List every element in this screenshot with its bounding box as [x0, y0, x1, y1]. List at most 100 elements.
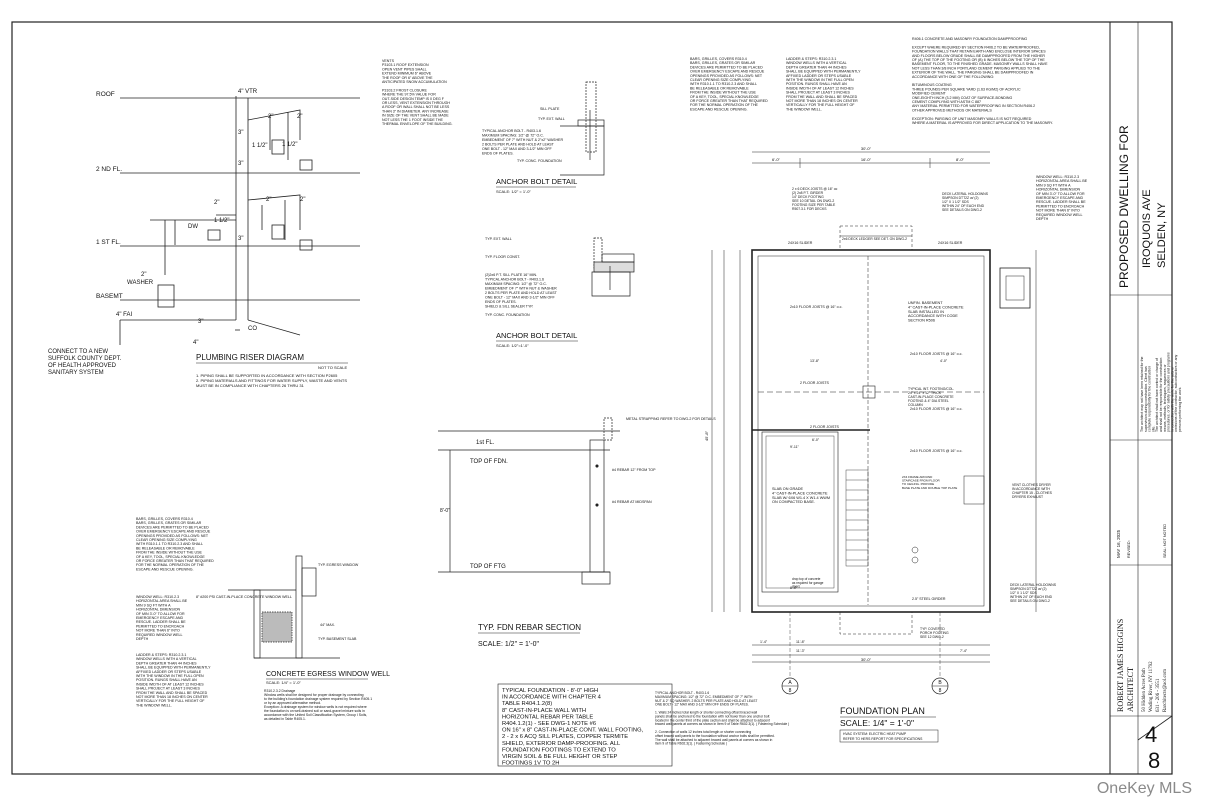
- note-line: R404.1.2(1) - SEE DWG-1 NOTE #6: [502, 721, 596, 727]
- note-line: 14" DECK FOOTING: [792, 195, 824, 199]
- egress-scale: SCALE: 1/4" = 1'-0": [266, 680, 301, 685]
- note-line: DEPTH: [136, 637, 149, 641]
- drawing-date: MAY 16, 2025: [1116, 529, 1121, 558]
- note-line: ANY MATERIAL PERMITTED FOR WATERPROOFING…: [912, 104, 1035, 108]
- note-line: CLEAR OPENING SIZE COMPLYING: [690, 78, 751, 82]
- note-line: ON COMPACTED BASE.: [772, 500, 815, 504]
- plumbing-riser-diagram: [119, 96, 360, 345]
- note-line: SLAB INSTALLED IN: [908, 310, 944, 314]
- svg-text:CONNECT TO A NEW: CONNECT TO A NEW: [48, 349, 108, 355]
- note-line: Exception: A drainage system for window …: [264, 705, 367, 709]
- svg-text:TYPICAL ANCHOR BOLT - R403.1.6: TYPICAL ANCHOR BOLT - R403.1.6: [482, 129, 541, 133]
- note-line: NOT MORE THAN 6" INTO: [136, 629, 180, 633]
- rebar-section: [438, 417, 620, 585]
- dw-label: DW: [188, 224, 198, 230]
- plan-column-note: TYPICAL INT. FOOTING/COL.24" x 24" x 12"…: [908, 387, 954, 407]
- note-line: IN ACCORDANCE WITH CHAPTER 4: [502, 695, 602, 701]
- note-line: FOOTING SIZE PER TABLE: [792, 203, 836, 207]
- egress-title: CONCRETE EGRESS WINDOW WELL: [266, 671, 390, 678]
- anchor2-title: ANCHOR BOLT DETAIL: [496, 331, 577, 340]
- svg-text:METAL STRAPPING REFER TO DWG-2: METAL STRAPPING REFER TO DWG-2 FOR DETAI…: [626, 417, 716, 421]
- note-line: OF A KEY, TOOL, SPECIAL KNOWLEDGE: [136, 555, 205, 559]
- note-line: WHERE THE 97.5% VALUE FOR: [382, 93, 436, 97]
- note-line: procedures, or for safety precautions an…: [1167, 352, 1171, 432]
- hvac-line: REFER TO HERS REPORT FOR SPECIFICATIONS: [843, 737, 923, 741]
- note-line: ANTICIPATED SNOW ACCUMULATION: [382, 80, 447, 84]
- anchor1-title: ANCHOR BOLT DETAIL: [496, 177, 577, 186]
- note-line: to the building's foundation drainage sy…: [264, 697, 372, 701]
- note-line: R507.3.1 FOR DECKS: [792, 207, 827, 211]
- note-line: EXCEPT WHERE REQUIRED BY SECTION R406.2 …: [912, 45, 1040, 49]
- note-line: DEPTH GREATER THAN 44 INCHES: [136, 661, 197, 665]
- note-line: THE WINDOW WELL.: [136, 703, 172, 707]
- note-line: WITH R310.1.1 TO R310.2.3 AND SHALL: [690, 82, 757, 86]
- bottom-dim: 1'-4": [760, 640, 768, 644]
- note-line: CAST-IN-PLACE CONCRETE: [908, 395, 954, 399]
- note-line: accordance with the United Soil Classifi…: [264, 713, 367, 717]
- note-line: VERTICALLY FOR THE FULL HEIGHT OF: [786, 103, 855, 107]
- svg-text:44" MAX.: 44" MAX.: [320, 623, 335, 627]
- note-line: ACCORDANCE WITH CODE: [908, 314, 958, 318]
- hvac-box: [839, 729, 939, 743]
- ledger-label: 2x6 DECK LEDGER SEE DET. ON DWG-2: [842, 237, 907, 241]
- note-line: supervision during construction. Client …: [1144, 366, 1148, 432]
- washer-label: WASHER: [127, 280, 154, 286]
- note-line: complete responsibility for the construc…: [1148, 366, 1152, 432]
- note-line: ESCAPE AND RESCUE OPENING.: [690, 107, 748, 111]
- pipe-dim: 4": [193, 340, 198, 346]
- note-line: FOR THE NORMAL OPERATION OF THE: [690, 103, 759, 107]
- note-line: TYPICAL INT. FOOTING/COL.: [908, 387, 954, 391]
- title-block: [1110, 22, 1173, 774]
- svg-text:2 FLOOR JOISTS: 2 FLOOR JOISTS: [800, 381, 830, 385]
- note-line: COLUMN: [908, 403, 923, 407]
- anchor2-note: (2)2x6 P.T. SILL PLATE 16" MIN. TYPICAL …: [485, 273, 558, 309]
- seal-label: SEAL: NOT NOTED: [1163, 524, 1167, 558]
- note-line: AND FLOORS BELOW GRADE SHALL BE DAMPPROO…: [912, 54, 1045, 58]
- architect-email: Rarchitects@aol.com: [1163, 669, 1168, 712]
- plan-dim: 8'-0": [790, 586, 798, 590]
- pipe-dim: 3": [238, 130, 243, 136]
- anchor2-scale: SCALE: 1/2"=1'-0": [496, 343, 529, 348]
- note-line: INSIDE WIDTH OF AT LEAST 12 INCHES: [136, 682, 204, 686]
- note-line: IN SIZE OF THE VENT SHALL BE MADE: [382, 114, 449, 118]
- note-line: 24" x 24" x 12" THICK: [908, 391, 942, 395]
- note-line: CHAPTER 15 - CLOTHES: [1012, 491, 1053, 495]
- pipe-dim: 2": [268, 114, 273, 120]
- note-line: FOOTING & 4" DIA STEEL: [908, 399, 949, 403]
- note-line: or by an approved alternative method.: [264, 701, 321, 705]
- note-line: OPENINGS PROVIDED AS FOLLOWS: NET: [690, 74, 763, 78]
- note-line: TO CEILING. PROVIDE: [902, 482, 934, 486]
- disclaimer: The architect may not have been retained…: [1140, 352, 1182, 432]
- note-line: SIMPSON DTT2Z w/ (2): [1010, 587, 1047, 591]
- note-line: SEE 12 DWG-2: [920, 635, 944, 639]
- note-line: BE RELEASABLE OR REMOVABLE: [136, 546, 195, 550]
- anchor1-labels: TYP. EXT. WALL SILL PLATE TYP. CONC. FOU…: [517, 107, 565, 163]
- note-line: DEPTH GREATER THAN 44 INCHES: [786, 65, 847, 69]
- note-line: R406.1 CONCRETE AND MASONRY FOUNDATION D…: [912, 37, 1027, 41]
- note-line: BITUMINOUS COATING: [912, 83, 952, 87]
- note-line: DECK LATERAL HOLDOWNS: [1010, 583, 1057, 587]
- architect-city: Wading River, NY 11792: [1149, 661, 1154, 712]
- top-dim: 16'-0": [861, 157, 872, 162]
- note-line: BARS, GRILLES, GRATES OR SIMILAR: [690, 61, 756, 65]
- note-line: SHALL BE EQUIPPED WITH PERMANENTLY: [136, 666, 211, 670]
- svg-text:#4 REBAR AT MIDSPAN: #4 REBAR AT MIDSPAN: [612, 500, 652, 504]
- svg-text:OF HEALTH APPROVED: OF HEALTH APPROVED: [48, 363, 117, 369]
- svg-text:TOP OF FTG: TOP OF FTG: [470, 564, 506, 570]
- note-line: ONE-EIGHTH INCH (3.2 MM) COAT OF SURFACE…: [912, 96, 1013, 100]
- note-line: as required for garage: [792, 581, 824, 585]
- note-line: OR FORCE GREATER THAN THAT REQUIRED: [136, 559, 214, 563]
- plan-section-marks: A 8 B 8: [788, 680, 942, 694]
- note-line: The architect may not have been retained…: [1140, 356, 1144, 432]
- note-line: as detailed in Table R405.1.: [264, 717, 306, 721]
- sheet-total: 8: [1148, 748, 1160, 773]
- co-label: CO: [248, 326, 257, 332]
- architect-title: ARCHITECT: [1126, 667, 1135, 712]
